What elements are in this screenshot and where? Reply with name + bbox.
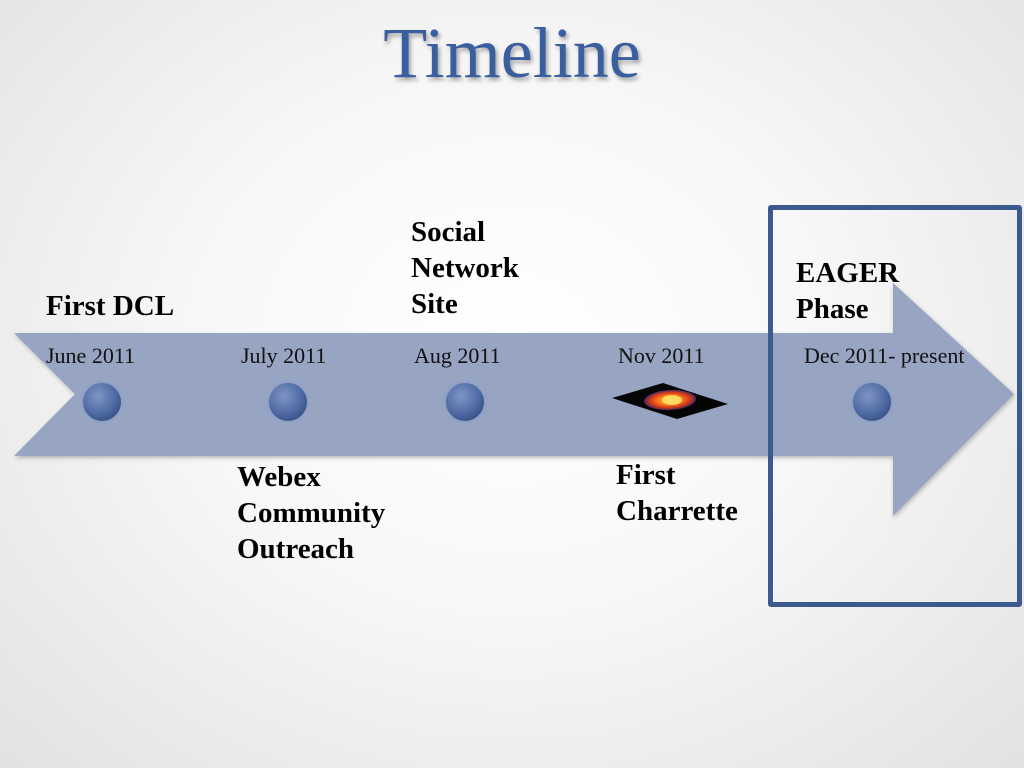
- event-label-webex-outreach: Webex Community Outreach: [237, 459, 385, 567]
- milestone-marker-july-2011: [268, 382, 308, 422]
- date-label-aug-2011: Aug 2011: [414, 342, 501, 370]
- date-label-july-2011: July 2011: [241, 342, 326, 370]
- date-label-june-2011: June 2011: [46, 342, 135, 370]
- milestone-marker-aug-2011: [445, 382, 485, 422]
- date-label-nov-2011: Nov 2011: [618, 342, 705, 370]
- date-label-dec-2011: Dec 2011- present: [804, 342, 964, 370]
- milestone-marker-june-2011: [82, 382, 122, 422]
- event-label-first-charrette: First Charrette: [616, 457, 738, 529]
- event-label-first-dcl: First DCL: [46, 288, 174, 324]
- event-label-eager-phase: EAGER Phase: [796, 255, 899, 327]
- event-label-social-network-site: Social Network Site: [411, 214, 519, 322]
